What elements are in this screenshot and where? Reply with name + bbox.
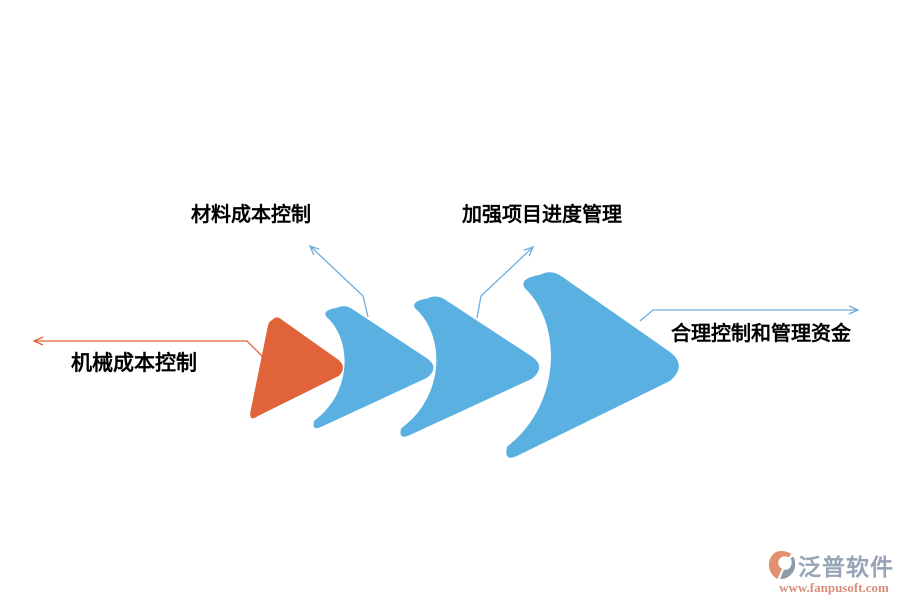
chevron-step-1-orange [250, 317, 343, 419]
label-machine-cost: 机械成本控制 [71, 352, 197, 375]
chevron-step-4-blue [506, 272, 679, 458]
leader-line-progress-mgmt [476, 245, 535, 319]
label-progress-mgmt: 加强项目进度管理 [462, 204, 622, 226]
leader-line-funds-mgmt [639, 305, 860, 322]
label-material-cost: 材料成本控制 [191, 204, 311, 226]
chevron-step-2-blue [313, 306, 434, 429]
chevron-step-3-blue [400, 296, 540, 437]
watermark-url-text: www.fanpusoft.com [779, 580, 889, 595]
leader-line-material-cost [308, 244, 369, 318]
watermark: 泛普软件 www.fanpusoft.com [768, 548, 900, 596]
leader-line-machine-cost [32, 336, 263, 357]
fanpu-logo-icon [768, 551, 796, 579]
label-funds-mgmt: 合理控制和管理资金 [671, 323, 851, 345]
watermark-brand-text: 泛普软件 [798, 554, 894, 580]
